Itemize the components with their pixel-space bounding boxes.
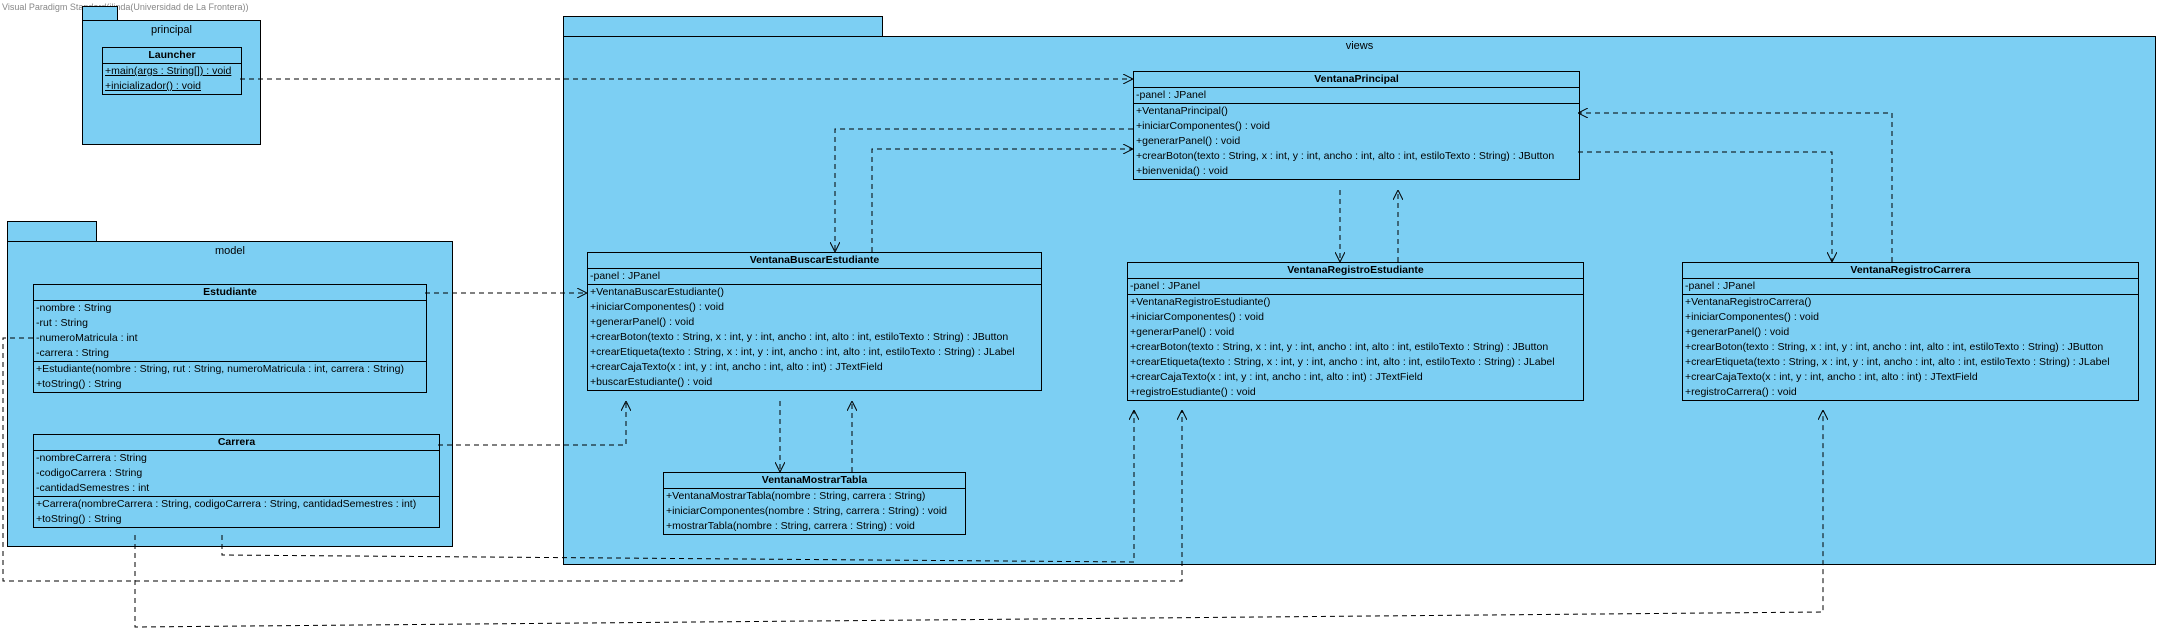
class-ventana-principal[interactable]: VentanaPrincipal -panel : JPanel +Ventan… <box>1133 71 1580 180</box>
operation: +crearBoton(texto : String, x : int, y :… <box>1130 341 1549 353</box>
operation: +main(args : String[]) : void <box>105 65 232 77</box>
attribute: -nombreCarrera : String <box>36 452 147 464</box>
operation: +inicializador() : void <box>105 80 201 92</box>
operations-compartment: +Estudiante(nombre : String, rut : Strin… <box>34 362 426 392</box>
operation: +crearCajaTexto(x : int, y : int, ancho … <box>1130 371 1423 383</box>
attribute: -panel : JPanel <box>1685 280 1756 292</box>
operations-compartment: +main(args : String[]) : void +inicializ… <box>103 64 241 94</box>
class-name: Carrera <box>34 435 439 451</box>
attributes-compartment: -panel : JPanel <box>1128 279 1583 295</box>
package-views-name: views <box>1345 40 1374 52</box>
attributes-compartment: -nombre : String -rut : String -numeroMa… <box>34 301 426 362</box>
attributes-compartment: -panel : JPanel <box>588 269 1041 285</box>
attribute: -rut : String <box>36 317 88 329</box>
operation: +crearCajaTexto(x : int, y : int, ancho … <box>1685 371 1978 383</box>
operation: +generarPanel() : void <box>1136 135 1241 147</box>
attribute: -cantidadSemestres : int <box>36 482 150 494</box>
operation: +Estudiante(nombre : String, rut : Strin… <box>36 363 404 375</box>
operations-compartment: +Carrera(nombreCarrera : String, codigoC… <box>34 497 439 527</box>
operations-compartment: +VentanaBuscarEstudiante() +iniciarCompo… <box>588 285 1041 390</box>
operation: +crearBoton(texto : String, x : int, y :… <box>1685 341 2104 353</box>
dependency-carrera-to-registro-carrera <box>134 410 1823 628</box>
operation: +VentanaMostrarTabla(nombre : String, ca… <box>666 490 926 502</box>
class-name: Estudiante <box>34 285 426 301</box>
package-principal-name: principal <box>151 24 192 36</box>
class-ventana-buscar-estudiante[interactable]: VentanaBuscarEstudiante -panel : JPanel … <box>587 252 1042 391</box>
operation: +VentanaPrincipal() <box>1136 105 1228 117</box>
dependency-registro-carrera-to-principal <box>1578 113 1893 262</box>
operation: +generarPanel() : void <box>590 316 695 328</box>
watermark: Visual Paradigm Standard(ilinda(Universi… <box>2 2 249 12</box>
attribute: -panel : JPanel <box>590 270 661 282</box>
class-carrera[interactable]: Carrera -nombreCarrera : String -codigoC… <box>33 434 440 528</box>
dependency-buscar-to-principal <box>871 149 1133 252</box>
operation: +bienvenida() : void <box>1136 165 1228 177</box>
class-ventana-registro-estudiante[interactable]: VentanaRegistroEstudiante -panel : JPane… <box>1127 262 1584 401</box>
attributes-compartment: -panel : JPanel <box>1683 279 2138 295</box>
class-ventana-registro-carrera[interactable]: VentanaRegistroCarrera -panel : JPanel +… <box>1682 262 2139 401</box>
operation: +buscarEstudiante() : void <box>590 376 713 388</box>
attribute: -numeroMatricula : int <box>36 332 138 344</box>
operation: +generarPanel() : void <box>1130 326 1235 338</box>
dependency-principal-to-registro-carrera <box>1578 151 1832 262</box>
operation: +VentanaBuscarEstudiante() <box>590 286 724 298</box>
dependency-carrera-to-registro-estudiante <box>221 410 1134 563</box>
attribute: -panel : JPanel <box>1130 280 1201 292</box>
dependency-estudiante-to-registro-estudiante <box>2 337 1182 582</box>
operation: +iniciarComponentes() : void <box>1136 120 1270 132</box>
attribute: -carrera : String <box>36 347 109 359</box>
operation: +crearBoton(texto : String, x : int, y :… <box>1136 150 1555 162</box>
operation: +mostrarTabla(nombre : String, carrera :… <box>666 520 915 532</box>
operation: +crearEtiqueta(texto : String, x : int, … <box>1685 356 2110 368</box>
class-name: VentanaRegistroEstudiante <box>1128 263 1583 279</box>
operation: +registroEstudiante() : void <box>1130 386 1256 398</box>
attribute: -codigoCarrera : String <box>36 467 143 479</box>
operation: +VentanaRegistroEstudiante() <box>1130 296 1271 308</box>
dependency-carrera-to-buscar <box>438 401 626 446</box>
operation: +registroCarrera() : void <box>1685 386 1797 398</box>
class-launcher[interactable]: Launcher +main(args : String[]) : void +… <box>102 47 242 95</box>
operations-compartment: +VentanaRegistroEstudiante() +iniciarCom… <box>1128 295 1583 400</box>
attribute: -panel : JPanel <box>1136 89 1207 101</box>
operation: +VentanaRegistroCarrera() <box>1685 296 1812 308</box>
class-ventana-mostrar-tabla[interactable]: VentanaMostrarTabla +VentanaMostrarTabla… <box>663 472 966 535</box>
operation: +iniciarComponentes() : void <box>1130 311 1264 323</box>
operation: +crearEtiqueta(texto : String, x : int, … <box>1130 356 1555 368</box>
operations-compartment: +VentanaPrincipal() +iniciarComponentes(… <box>1134 104 1579 179</box>
class-name: VentanaBuscarEstudiante <box>588 253 1041 269</box>
attribute: -nombre : String <box>36 302 112 314</box>
package-model-name: model <box>215 245 245 257</box>
operation: +toString() : String <box>36 378 122 390</box>
operation: +crearEtiqueta(texto : String, x : int, … <box>590 346 1015 358</box>
operation: +crearBoton(texto : String, x : int, y :… <box>590 331 1009 343</box>
dependency-principal-to-buscar <box>835 128 1133 252</box>
operation: +iniciarComponentes(nombre : String, car… <box>666 505 947 517</box>
class-name: VentanaPrincipal <box>1134 72 1579 88</box>
operation: +generarPanel() : void <box>1685 326 1790 338</box>
operation: +toString() : String <box>36 513 122 525</box>
class-name: VentanaMostrarTabla <box>664 473 965 489</box>
operation: +crearCajaTexto(x : int, y : int, ancho … <box>590 361 883 373</box>
class-estudiante[interactable]: Estudiante -nombre : String -rut : Strin… <box>33 284 427 393</box>
attributes-compartment: -panel : JPanel <box>1134 88 1579 104</box>
operations-compartment: +VentanaMostrarTabla(nombre : String, ca… <box>664 489 965 534</box>
operations-compartment: +VentanaRegistroCarrera() +iniciarCompon… <box>1683 295 2138 400</box>
operation: +Carrera(nombreCarrera : String, codigoC… <box>36 498 417 510</box>
class-name: Launcher <box>103 48 241 64</box>
attributes-compartment: -nombreCarrera : String -codigoCarrera :… <box>34 451 439 497</box>
operation: +iniciarComponentes() : void <box>590 301 724 313</box>
operation: +iniciarComponentes() : void <box>1685 311 1819 323</box>
class-name: VentanaRegistroCarrera <box>1683 263 2138 279</box>
